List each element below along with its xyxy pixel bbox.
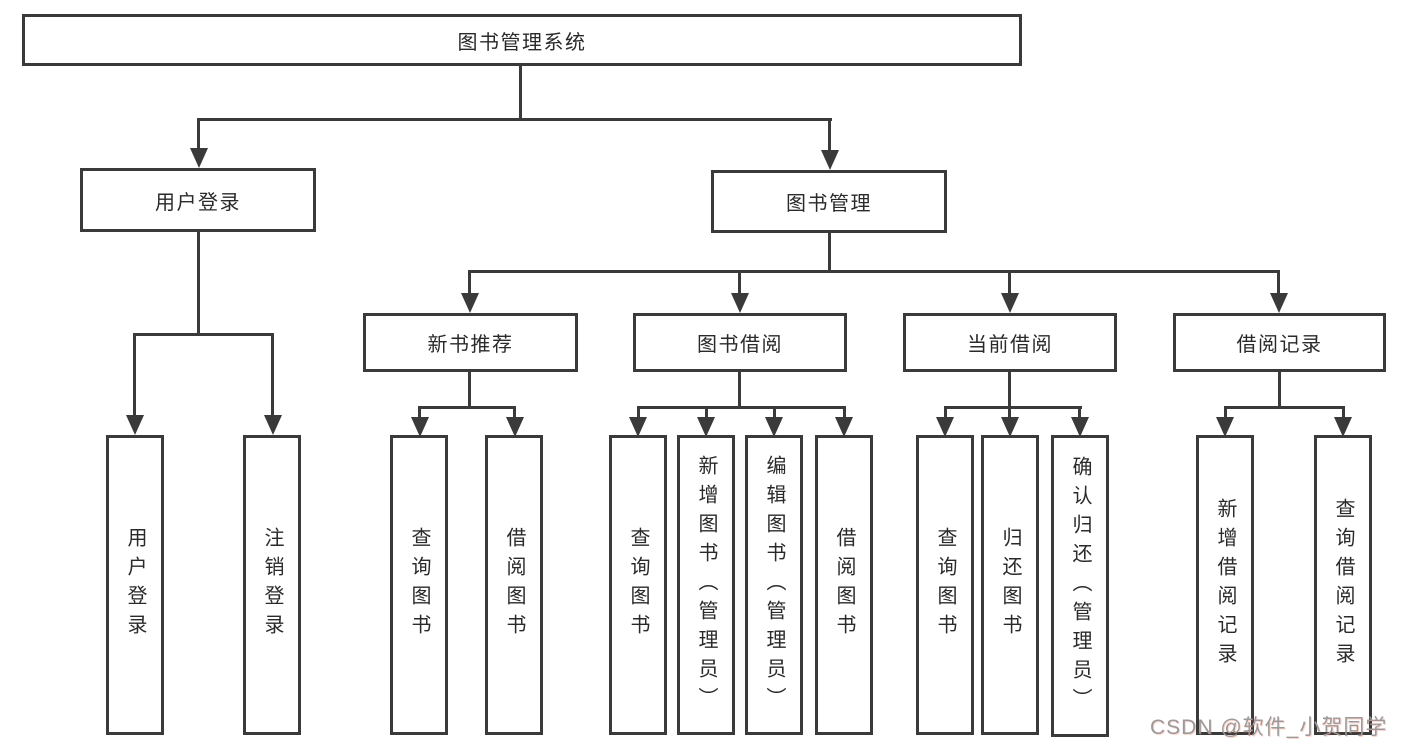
- arrow-down-icon: [731, 293, 749, 313]
- connector-line: [197, 118, 200, 150]
- connector-line: [944, 406, 1082, 409]
- csdn-watermark: CSDN @软件_小贺同学: [1150, 716, 1388, 739]
- node-leaf-add-borrow-record: 新增借阅记录: [1196, 435, 1254, 735]
- connector-line: [1277, 270, 1280, 295]
- node-leaf-label: 新增图书（管理员）: [695, 454, 717, 716]
- connector-line: [519, 66, 522, 120]
- node-leaf-label: 用户登录: [124, 527, 146, 643]
- connector-line: [1224, 406, 1345, 409]
- node-leaf-borrow-book-2: 借阅图书: [815, 435, 873, 735]
- node-leaf-confirm-return-admin: 确认归还（管理员）: [1051, 435, 1109, 737]
- arrow-down-icon: [506, 417, 524, 437]
- connector-line: [513, 406, 516, 418]
- node-book-management: 图书管理: [711, 170, 947, 233]
- node-user-login: 用户登录: [80, 168, 316, 232]
- connector-line: [133, 333, 274, 336]
- node-leaf-return-book: 归还图书: [981, 435, 1039, 735]
- connector-line: [843, 406, 846, 418]
- arrow-down-icon: [629, 417, 647, 437]
- node-user-login-label: 用户登录: [155, 191, 241, 214]
- node-leaf-label: 查询图书: [627, 527, 649, 643]
- connector-line: [418, 406, 421, 418]
- node-leaf-query-book-2: 查询图书: [609, 435, 667, 735]
- arrow-down-icon: [1216, 417, 1234, 437]
- arrow-down-icon: [835, 417, 853, 437]
- node-leaf-user-login: 用户登录: [106, 435, 164, 735]
- node-current-borrow: 当前借阅: [903, 313, 1117, 372]
- arrow-down-icon: [697, 417, 715, 437]
- connector-line: [197, 232, 200, 336]
- node-leaf-query-book-1: 查询图书: [390, 435, 448, 735]
- node-root-label: 图书管理系统: [457, 31, 587, 54]
- connector-line: [637, 406, 640, 418]
- connector-line: [197, 118, 832, 121]
- node-book-borrow: 图书借阅: [633, 313, 847, 372]
- node-leaf-label: 查询图书: [934, 527, 956, 643]
- connector-line: [133, 333, 136, 416]
- connector-line: [944, 406, 947, 418]
- connector-line: [637, 406, 846, 409]
- connector-line: [705, 406, 708, 418]
- connector-line: [1008, 406, 1011, 418]
- node-leaf-label: 查询借阅记录: [1332, 498, 1354, 672]
- connector-line: [1342, 406, 1345, 418]
- node-leaf-label: 借阅图书: [833, 527, 855, 643]
- node-leaf-add-book-admin: 新增图书（管理员）: [677, 435, 735, 735]
- connector-line: [1008, 372, 1011, 408]
- node-new-book-recommend-label: 新书推荐: [427, 334, 514, 356]
- node-leaf-label: 确认归还（管理员）: [1069, 455, 1091, 717]
- connector-line: [828, 233, 831, 272]
- node-leaf-query-book-3: 查询图书: [916, 435, 974, 735]
- node-leaf-query-borrow-record: 查询借阅记录: [1314, 435, 1372, 735]
- node-book-borrow-label: 图书借阅: [697, 334, 783, 356]
- arrow-down-icon: [1001, 293, 1019, 313]
- node-leaf-label: 查询图书: [408, 527, 430, 643]
- connector-line: [738, 372, 741, 408]
- node-leaf-label: 编辑图书（管理员）: [763, 454, 785, 716]
- arrow-down-icon: [821, 150, 839, 170]
- arrow-down-icon: [264, 415, 282, 435]
- node-leaf-label: 新增借阅记录: [1214, 498, 1236, 672]
- arrow-down-icon: [1001, 417, 1019, 437]
- node-new-book-recommend: 新书推荐: [363, 313, 578, 372]
- connector-line: [828, 118, 831, 152]
- arrow-down-icon: [1270, 293, 1288, 313]
- arrow-down-icon: [936, 417, 954, 437]
- arrow-down-icon: [411, 417, 429, 437]
- node-leaf-label: 借阅图书: [503, 527, 525, 643]
- connector-line: [418, 406, 516, 409]
- arrow-down-icon: [190, 148, 208, 168]
- node-root: 图书管理系统: [22, 14, 1022, 66]
- connector-line: [468, 372, 471, 408]
- connector-line: [468, 270, 471, 295]
- node-borrow-record-label: 借阅记录: [1236, 334, 1323, 356]
- connector-line: [738, 270, 741, 295]
- connector-line: [1224, 406, 1227, 418]
- connector-line: [1278, 372, 1281, 408]
- node-leaf-label: 归还图书: [999, 527, 1021, 643]
- arrow-down-icon: [1071, 417, 1089, 437]
- node-leaf-borrow-book-1: 借阅图书: [485, 435, 543, 735]
- node-leaf-edit-book-admin: 编辑图书（管理员）: [745, 435, 803, 735]
- connector-line: [1078, 406, 1081, 418]
- node-current-borrow-label: 当前借阅: [967, 334, 1053, 356]
- node-leaf-label: 注销登录: [261, 527, 283, 643]
- arrow-down-icon: [1334, 417, 1352, 437]
- arrow-down-icon: [765, 417, 783, 437]
- node-borrow-record: 借阅记录: [1173, 313, 1386, 372]
- connector-line: [773, 406, 776, 418]
- arrow-down-icon: [461, 293, 479, 313]
- connector-line: [1008, 270, 1011, 295]
- connector-line: [271, 333, 274, 416]
- node-leaf-logout: 注销登录: [243, 435, 301, 735]
- connector-line: [468, 270, 1279, 273]
- node-book-management-label: 图书管理: [786, 193, 872, 215]
- arrow-down-icon: [126, 415, 144, 435]
